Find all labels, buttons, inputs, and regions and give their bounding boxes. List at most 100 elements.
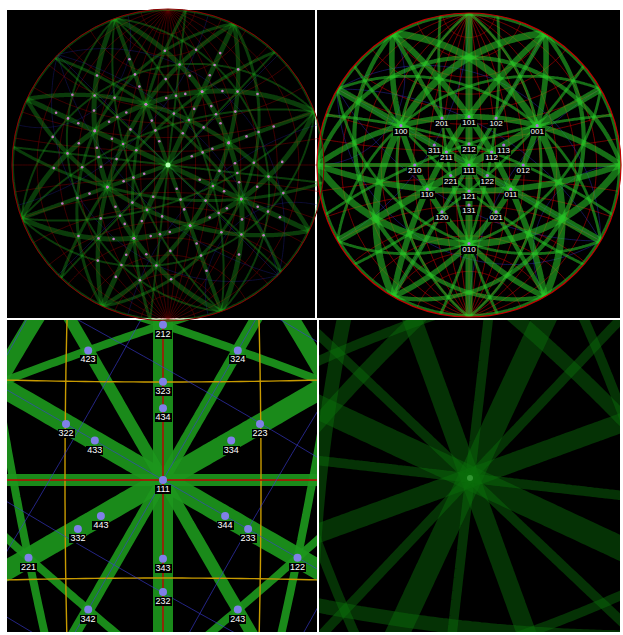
pole-mark — [55, 112, 58, 115]
pole-dot — [234, 346, 242, 354]
pole-mark — [195, 242, 198, 245]
kikuchi-band — [7, 320, 317, 632]
net-parallel — [7, 320, 317, 632]
pole-mark — [128, 58, 131, 61]
miller-index: 221 — [443, 178, 458, 186]
kikuchi-band — [7, 320, 317, 632]
net-meridian — [7, 320, 317, 632]
pole-mark — [189, 224, 192, 227]
pole-mark — [93, 94, 96, 97]
net-parallel — [7, 320, 317, 632]
pole-dot — [227, 437, 235, 445]
kikuchi-band — [319, 320, 620, 632]
kikuchi-band — [0, 63, 353, 221]
pole-mark — [155, 264, 158, 267]
kikuchi-band — [7, 320, 317, 632]
pole-mark — [178, 63, 181, 66]
net-meridian — [7, 320, 317, 632]
pole-mark — [145, 103, 148, 106]
net-meridian — [7, 320, 317, 632]
pole-mark — [219, 52, 222, 55]
pole-mark — [53, 167, 56, 170]
miller-index: 110 — [420, 191, 435, 199]
kikuchi-band — [361, 320, 578, 632]
miller-index: 232 — [155, 597, 172, 606]
net-meridian — [7, 320, 317, 632]
miller-index: 011 — [504, 191, 519, 199]
pole-mark — [94, 130, 97, 133]
pole-mark — [146, 209, 149, 212]
pole-dot — [221, 512, 229, 520]
pole-mark — [164, 50, 167, 53]
net-meridian — [7, 320, 317, 632]
miller-index: 233 — [240, 534, 257, 543]
net-meridian — [7, 320, 317, 632]
pole-mark — [282, 192, 285, 195]
net-meridian — [7, 320, 163, 632]
kikuchi-band — [319, 369, 620, 586]
pole-mark — [221, 90, 224, 93]
pole-mark — [253, 161, 256, 164]
pole-mark — [237, 68, 240, 71]
kikuchi-band — [439, 0, 525, 364]
pole-mark — [113, 96, 116, 99]
net-meridian — [163, 320, 261, 632]
net-meridian — [7, 320, 317, 632]
pole-mark — [78, 142, 81, 145]
pole-mark — [240, 198, 243, 201]
pole-dot — [159, 555, 167, 563]
pole-mark — [115, 158, 118, 161]
miller-index: 112 — [484, 154, 499, 162]
pole-mark — [133, 237, 136, 240]
pole-dot — [97, 512, 105, 520]
miller-index: 113 — [496, 147, 511, 155]
pole-mark — [193, 108, 196, 111]
pole-dot — [256, 420, 264, 428]
pole-mark — [256, 185, 259, 188]
kikuchi-band — [397, 0, 548, 356]
pole-mark — [71, 94, 74, 97]
pole-mark — [202, 126, 205, 129]
pole-mark — [257, 131, 260, 134]
pole-mark — [189, 224, 192, 227]
pole-dot — [84, 346, 92, 354]
pole-mark — [99, 217, 102, 220]
kikuchi-band — [15, 20, 321, 310]
pole-mark — [143, 172, 146, 175]
pole-mark — [94, 130, 97, 133]
pole-mark — [234, 110, 237, 113]
net-meridian — [7, 320, 163, 632]
miller-index: 344 — [217, 521, 234, 530]
pattern-zoom-right — [319, 320, 620, 632]
pole-mark — [129, 128, 132, 131]
pole-mark — [204, 199, 207, 202]
pole-mark — [234, 162, 237, 165]
miller-index: 334 — [223, 446, 240, 455]
pole-dot — [294, 554, 302, 562]
pole-mark — [200, 254, 203, 257]
miller-index: 223 — [252, 429, 269, 438]
pole-mark — [209, 74, 212, 77]
miller-index: 201 — [434, 120, 449, 128]
kikuchi-band — [7, 320, 317, 632]
pole-mark — [201, 91, 204, 94]
pole-mark — [100, 166, 103, 169]
net-meridian — [58, 55, 279, 276]
pole-mark — [114, 205, 117, 208]
pole-mark — [226, 207, 229, 210]
net-meridian — [163, 320, 317, 632]
pole-mark — [165, 97, 168, 100]
pole-mark — [173, 112, 176, 115]
pole-mark — [240, 198, 243, 201]
net-meridian — [163, 320, 317, 632]
pole-mark — [218, 170, 221, 173]
pole-mark — [272, 125, 275, 128]
pole-mark — [175, 188, 178, 191]
pole-mark — [93, 109, 96, 112]
pole-mark — [149, 235, 152, 238]
projection-rim — [317, 13, 621, 317]
pole-mark — [125, 111, 128, 114]
pole-mark — [154, 129, 157, 132]
pole-mark — [125, 253, 128, 256]
pole-mark — [88, 192, 91, 195]
